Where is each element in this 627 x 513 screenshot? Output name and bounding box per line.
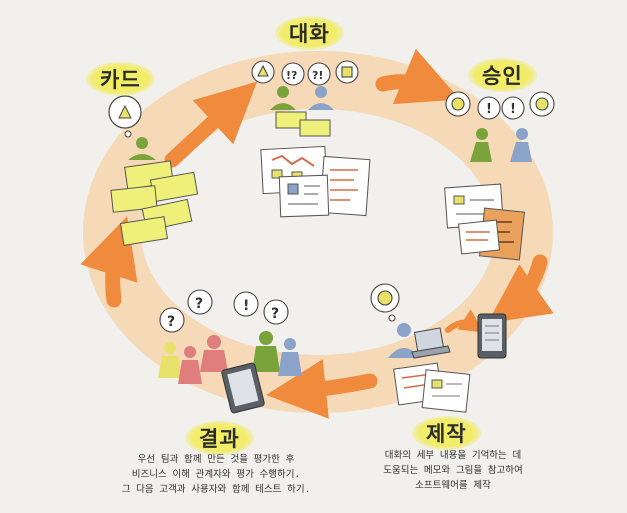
stage-label-card: 카드 — [86, 62, 155, 96]
person-icon — [308, 86, 334, 110]
sketch-sheet-icon — [457, 219, 501, 255]
index-card-stack — [110, 160, 199, 246]
caption-line: 그 다음 고객과 사용자와 함께 테스트 하기. — [121, 484, 311, 495]
index-card-icon — [110, 185, 158, 213]
arrow-icon — [487, 254, 554, 324]
card-stage — [108, 95, 199, 246]
thought-symbol: ? — [271, 306, 279, 322]
laptop-icon — [411, 327, 451, 359]
cycle-arrows — [80, 48, 554, 419]
stage-label-result: 결과 — [185, 421, 254, 455]
stage-label-approval: 승인 — [468, 58, 537, 92]
stage-label-production: 제작 — [412, 416, 481, 450]
index-card-icon — [119, 216, 169, 246]
tablet-icon — [477, 313, 507, 359]
sketch-sheet-icon — [319, 155, 371, 217]
thought-symbol: ! — [486, 102, 492, 117]
arrow-icon — [164, 81, 258, 168]
index-card-icon — [299, 119, 331, 137]
approval-stage: ! ! — [444, 91, 555, 261]
caption-production: 대화의 세부 내용을 기억하는 데 도움되는 메모와 그림을 참고하여 소프트웨… — [348, 448, 558, 493]
person-icon — [510, 128, 532, 162]
conversation-stage: !? ?! — [251, 60, 371, 218]
person-icon — [158, 342, 182, 378]
person-icon — [128, 137, 156, 160]
arrow-icon — [445, 309, 484, 333]
person-icon — [252, 331, 280, 372]
production-stage — [370, 283, 507, 413]
thought-bubble-icon — [108, 95, 142, 138]
sketch-sheet-icon — [421, 369, 471, 413]
caption-line: 도움되는 메모와 그림을 참고하여 — [383, 465, 523, 476]
thought-bubble-icon — [159, 289, 289, 333]
thought-symbol: ? — [195, 296, 203, 312]
arrow-icon — [375, 48, 460, 105]
triangle-icon — [118, 104, 132, 119]
sketch-sheet-icon — [278, 174, 330, 218]
caption-line: 비즈니스 이해 관계자와 평가 수행하기. — [131, 469, 301, 480]
thought-bubble-icon — [370, 283, 400, 322]
caption-result: 우선 팀과 함께 만든 것을 평가한 후 비즈니스 이해 관계자와 평가 수행하… — [100, 452, 332, 497]
thought-bubble-icon — [445, 91, 555, 120]
result-stage: ? ? ! ? — [158, 289, 302, 414]
arrow-icon — [266, 359, 378, 419]
arrow-icon — [80, 216, 138, 308]
caption-line: 대화의 세부 내용을 기억하는 데 — [384, 450, 522, 461]
person-icon — [270, 86, 296, 110]
caption-line: 우선 팀과 함께 만든 것을 평가한 후 — [137, 454, 295, 465]
caption-line: 소프트웨어를 제작 — [415, 480, 491, 491]
person-icon — [200, 335, 228, 372]
person-icon — [278, 338, 302, 376]
person-icon — [178, 346, 202, 384]
thought-symbol: ?! — [312, 69, 323, 82]
thought-bubble-icon — [251, 60, 359, 86]
thought-symbol: !? — [286, 69, 297, 82]
thought-symbol: ! — [510, 102, 516, 117]
person-icon — [388, 323, 420, 358]
thought-symbol: ? — [167, 314, 175, 330]
stage-label-conversation: 대화 — [275, 16, 344, 50]
thought-symbol: ! — [243, 298, 249, 314]
person-icon — [470, 128, 492, 162]
tablet-icon — [221, 362, 265, 414]
